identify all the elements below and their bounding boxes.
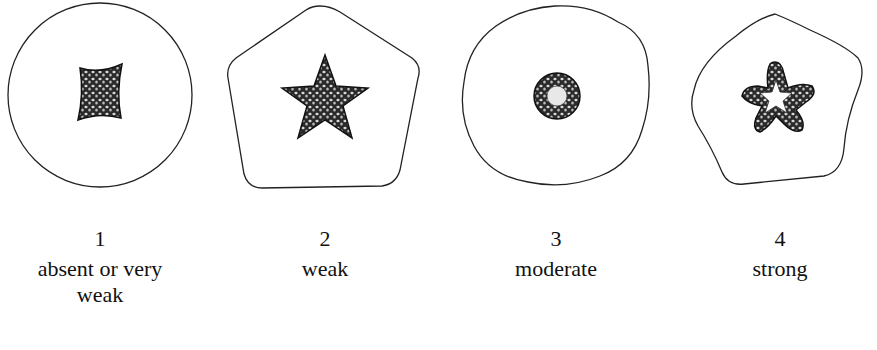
section-weak — [228, 6, 419, 188]
category-label: strong — [700, 256, 860, 282]
figure-number: 1 — [70, 226, 130, 252]
category-label: absent or very weak — [20, 256, 180, 308]
category-label: weak — [245, 256, 405, 282]
section-strong — [692, 14, 862, 184]
category-label: moderate — [476, 256, 636, 282]
figure-number: 4 — [750, 226, 810, 252]
figure-number: 2 — [295, 226, 355, 252]
section-moderate — [462, 6, 649, 185]
section-absent — [8, 3, 192, 187]
figure-number: 3 — [526, 226, 586, 252]
